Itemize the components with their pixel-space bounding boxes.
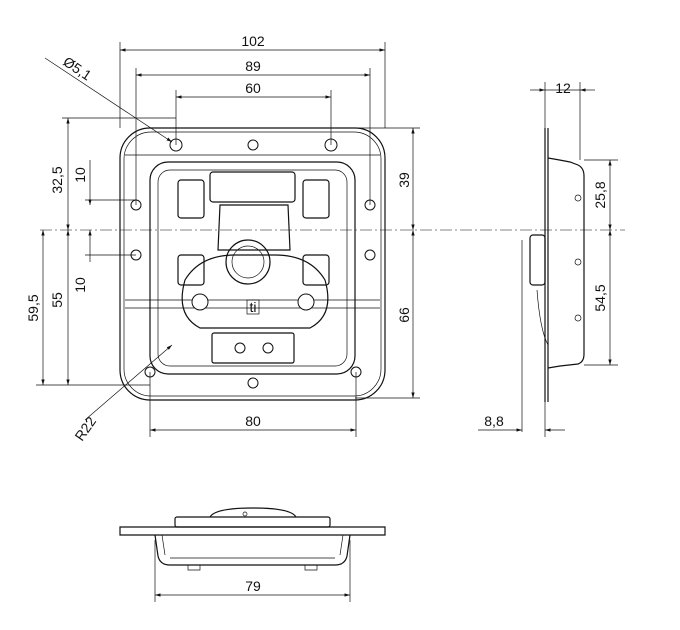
dim-32-5: 32,5 <box>49 166 65 193</box>
dim-39: 39 <box>396 172 412 188</box>
dim-12: 12 <box>555 80 571 96</box>
dim-10-upper: 10 <box>72 167 88 183</box>
dim-8-8: 8,8 <box>484 413 504 429</box>
front-dimensions: 102 89 60 Ø5,1 32,5 10 10 59,5 55 39 66 … <box>25 33 420 444</box>
bottom-dimensions: 79 <box>154 540 351 602</box>
dim-102: 102 <box>241 33 265 49</box>
dim-hole-diameter: Ø5,1 <box>60 53 94 83</box>
dim-25-8: 25,8 <box>592 181 608 208</box>
logo: ti <box>250 299 257 315</box>
side-dimensions: 12 25,8 54,5 8,8 <box>478 80 618 437</box>
dim-59-5: 59,5 <box>25 294 41 321</box>
dim-89: 89 <box>245 58 261 74</box>
dim-r22: R22 <box>71 413 99 443</box>
dim-79: 79 <box>245 578 261 594</box>
front-view: ti <box>119 127 386 401</box>
dim-54-5: 54,5 <box>592 284 608 311</box>
bottom-view <box>119 507 386 571</box>
dim-55: 55 <box>49 292 65 308</box>
dim-66: 66 <box>396 307 412 323</box>
dim-80: 80 <box>245 413 261 429</box>
dim-60: 60 <box>245 80 261 96</box>
dim-10-lower: 10 <box>72 277 88 293</box>
side-view <box>529 128 585 402</box>
